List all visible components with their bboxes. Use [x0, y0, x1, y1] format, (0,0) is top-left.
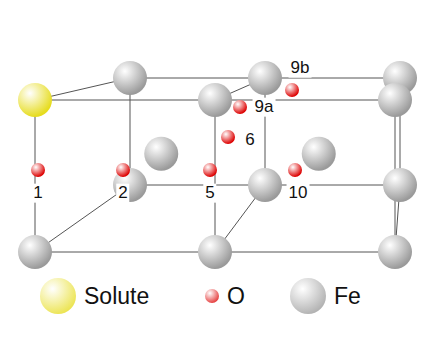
oxygen-atom [285, 83, 299, 97]
cell-edge [215, 100, 216, 252]
legend-swatch [205, 289, 219, 303]
cell-edges [35, 78, 400, 252]
iron-atom [198, 235, 232, 269]
site-number: 9a [253, 98, 276, 117]
iron-atom [302, 137, 336, 171]
iron-atom [144, 137, 178, 171]
site-number: 9b [289, 59, 312, 78]
site-number: 2 [116, 184, 129, 203]
oxygen-atom [288, 163, 302, 177]
oxygen-atom [203, 163, 217, 177]
iron-atom [248, 168, 282, 202]
iron-atom [383, 168, 417, 202]
legend-text: Solute [84, 283, 149, 310]
legend-swatch [290, 278, 326, 314]
oxygen-atom [233, 100, 247, 114]
iron-atom [378, 83, 412, 117]
oxygen-atom [31, 163, 45, 177]
iron-atom [113, 61, 147, 95]
legend-text: Fe [334, 283, 361, 310]
solute-atom [18, 83, 52, 117]
site-number: 10 [287, 184, 310, 203]
oxygen-atom [221, 130, 235, 144]
site-number: 5 [203, 184, 216, 203]
site-number: 6 [243, 131, 256, 150]
iron-atom [18, 235, 52, 269]
legend-item: Solute [40, 278, 149, 314]
legend-item: Fe [290, 278, 361, 314]
iron-atom [198, 83, 232, 117]
iron-atom [248, 61, 282, 95]
atoms [18, 61, 417, 269]
site-number: 1 [31, 184, 44, 203]
legend-swatch [40, 278, 76, 314]
legend-item: O [205, 289, 245, 303]
legend-text: O [227, 283, 245, 310]
iron-atom [378, 235, 412, 269]
oxygen-atom [116, 163, 130, 177]
